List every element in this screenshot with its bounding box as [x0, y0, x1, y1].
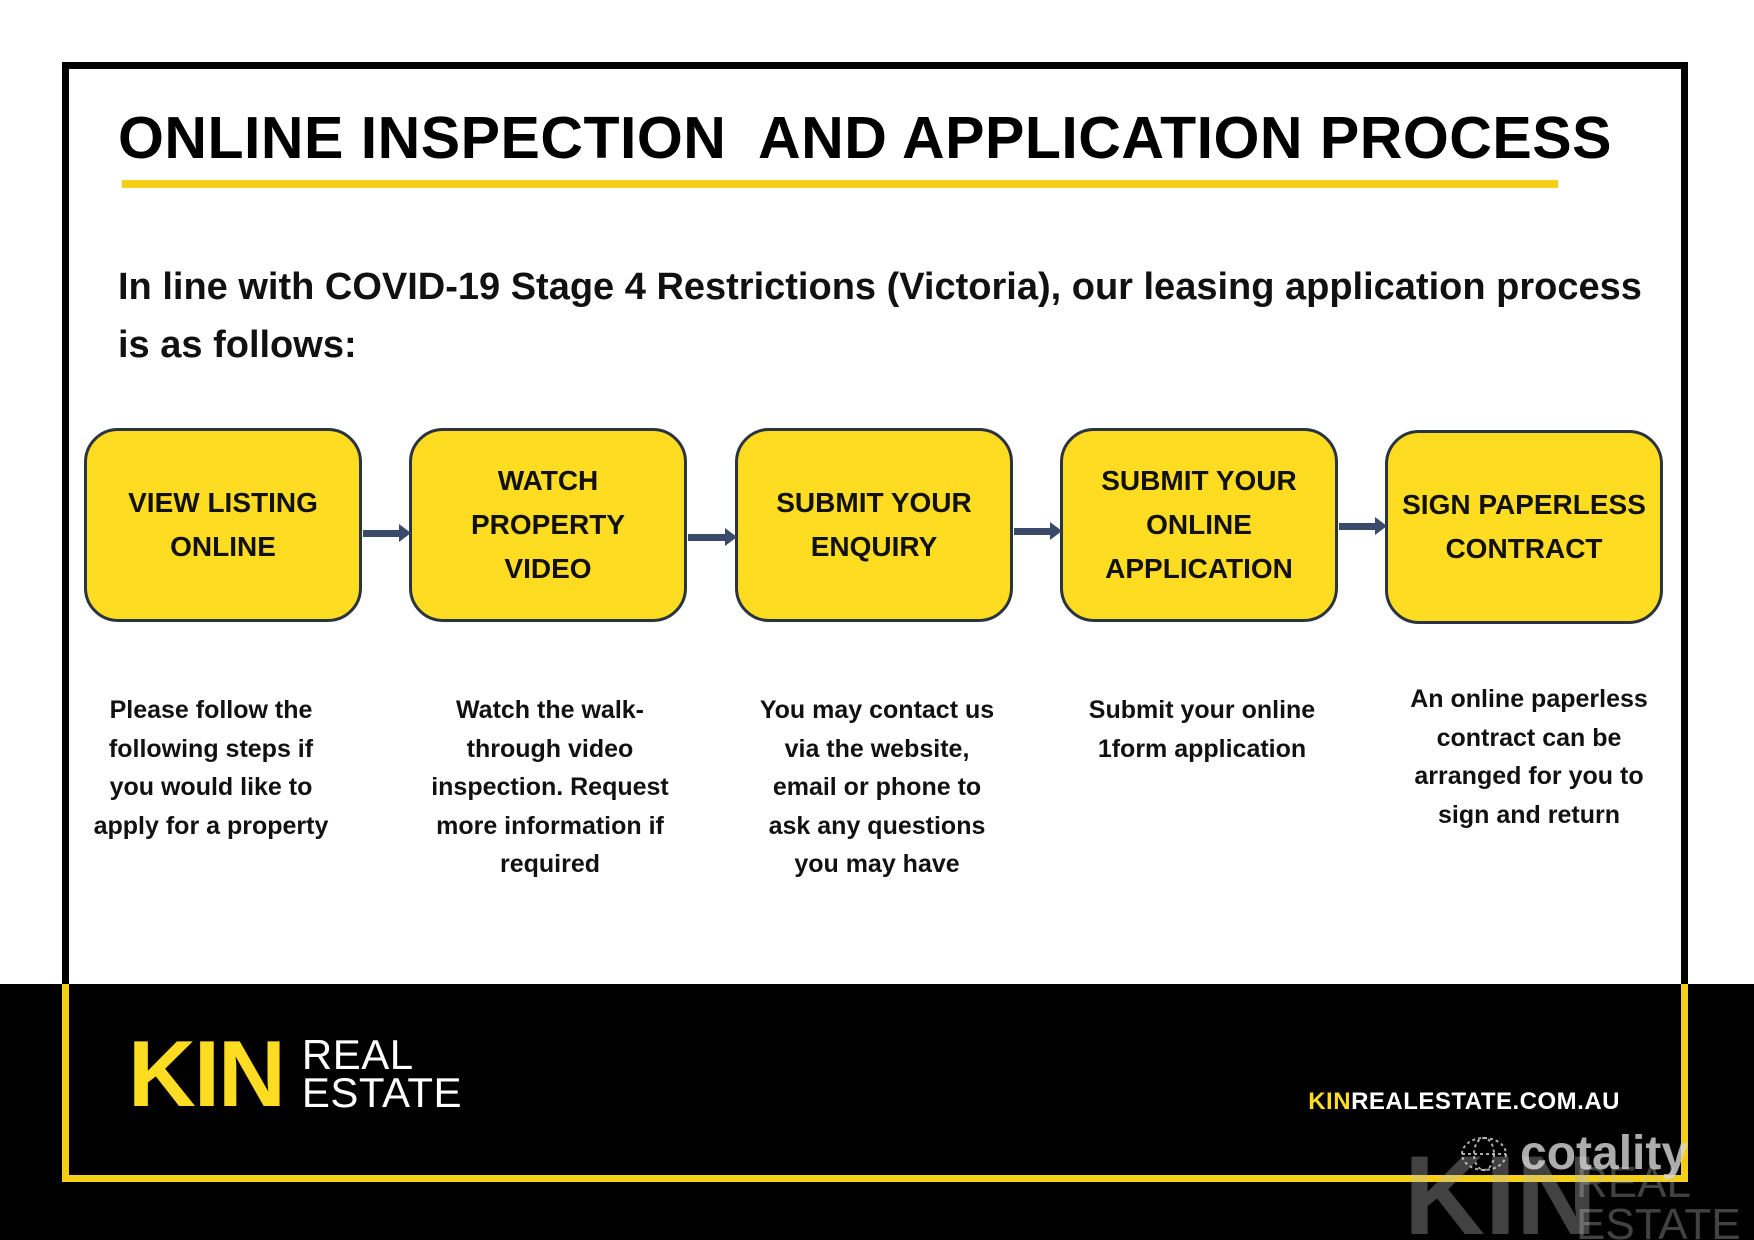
cotality-watermark: KIN REAL ESTATE cotality — [1400, 1128, 1754, 1240]
step-label-line: VIEW LISTING — [128, 487, 318, 518]
description-line: more information if — [436, 811, 664, 840]
description-line: you may have — [794, 850, 960, 878]
description-line: Watch the walk- — [456, 696, 644, 724]
step-box-submit-enquiry: SUBMIT YOUR ENQUIRY — [735, 428, 1013, 622]
description-line: you would like to — [109, 773, 313, 801]
step-label-line: SUBMIT YOUR — [1101, 465, 1297, 496]
description-line: 1form application — [1097, 734, 1307, 763]
title-underline — [122, 180, 1558, 188]
logo-kin-text: KIN — [128, 1021, 286, 1126]
step-label-line: SIGN PAPERLESS — [1402, 489, 1646, 520]
website-rest: REALESTATE.COM.AU — [1351, 1088, 1620, 1115]
watermark-kin-text: KIN — [1404, 1133, 1597, 1240]
description-line: You may contact us — [759, 696, 995, 724]
description-line: inspection. Request — [431, 773, 669, 801]
step-label-line: PROPERTY — [470, 509, 626, 540]
step-label-line: SUBMIT YOUR — [776, 487, 972, 518]
description-line: apply for a property — [93, 811, 329, 840]
description-line: via the website, — [784, 734, 970, 763]
description-line: Please follow the — [109, 696, 313, 724]
description-line: An online paperless — [1410, 685, 1648, 713]
watermark-real: REAL — [1576, 1158, 1691, 1207]
step-label-line: VIDEO — [504, 553, 592, 584]
step-label-line: ONLINE — [1146, 509, 1252, 540]
step-label-line: APPLICATION — [1105, 553, 1293, 584]
description-line: following steps if — [108, 734, 314, 763]
step-description: An online paperless contract can be arra… — [1394, 680, 1664, 834]
logo-subtext: REAL ESTATE — [301, 1031, 463, 1116]
watermark-real-estate-text: REAL ESTATE — [1576, 1158, 1741, 1240]
arrow-right-icon — [688, 528, 737, 546]
step-box-watch-video: WATCH PROPERTY VIDEO — [409, 428, 687, 622]
arrow-right-icon — [363, 524, 411, 542]
watermark-brand-text: cotality — [1520, 1128, 1689, 1180]
description-line: through video — [466, 734, 634, 763]
page-title: ONLINE INSPECTION AND APPLICATION PROCES… — [118, 105, 1612, 171]
website-link[interactable]: KINREALESTATE.COM.AU — [1308, 1088, 1620, 1116]
description-line: ask any questions — [768, 811, 986, 840]
intro-text: In line with COVID-19 Stage 4 Restrictio… — [118, 266, 1642, 366]
watermark-estate: ESTATE — [1576, 1200, 1741, 1240]
logo-estate-text: ESTATE — [301, 1069, 463, 1116]
step-description: You may contact us via the website, emai… — [742, 691, 1012, 884]
arrow-right-icon — [1339, 517, 1387, 535]
arrow-right-icon — [1014, 522, 1062, 540]
globe-icon — [1461, 1137, 1507, 1171]
step-box-sign-contract: SIGN PAPERLESS CONTRACT — [1385, 430, 1663, 624]
description-line: Submit your online — [1088, 696, 1316, 724]
website-highlight: KIN — [1308, 1088, 1352, 1115]
step-label-line: ONLINE — [170, 531, 276, 562]
logo-real-text: REAL — [301, 1031, 414, 1078]
step-label-line: ENQUIRY — [810, 531, 938, 562]
description-line: arranged for you to — [1414, 762, 1644, 790]
step-box-submit-application: SUBMIT YOUR ONLINE APPLICATION — [1060, 428, 1338, 622]
step-label-line: CONTRACT — [1445, 533, 1603, 564]
footer-band — [0, 984, 1754, 1240]
description-line: email or phone to — [772, 773, 982, 801]
kin-real-estate-logo: KIN REAL ESTATE — [128, 1021, 463, 1126]
step-label-line: WATCH — [497, 465, 599, 496]
description-line: contract can be — [1436, 723, 1622, 752]
description-line: required — [499, 850, 601, 878]
step-description: Watch the walk- through video inspection… — [415, 691, 685, 884]
description-line: sign and return — [1438, 800, 1620, 829]
step-box-view-listing: VIEW LISTING ONLINE — [84, 428, 362, 622]
step-description: Submit your online 1form application — [1067, 691, 1337, 768]
footer-frame — [62, 984, 1688, 1182]
step-description: Please follow the following steps if you… — [76, 691, 346, 845]
